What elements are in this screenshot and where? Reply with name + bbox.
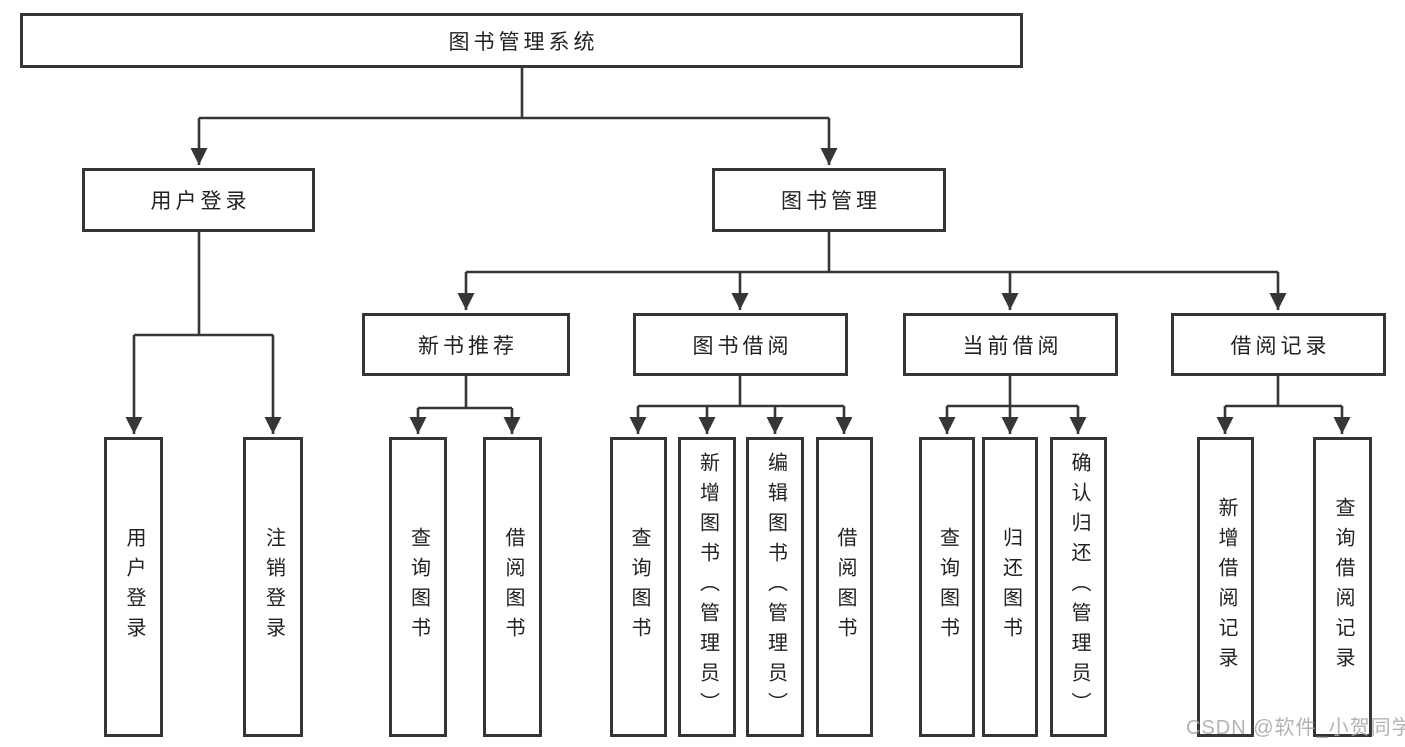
node-label: 图书管理	[781, 190, 881, 213]
node-new-book-recommendation: 新书推荐	[362, 313, 570, 376]
node-label: 编辑图书（管理员）	[764, 452, 787, 722]
leaf-add-borrow-record: 新增借阅记录	[1197, 437, 1254, 737]
leaf-query-books-current: 查询图书	[919, 437, 975, 737]
leaf-query-borrow-record: 查询借阅记录	[1313, 437, 1372, 737]
node-label: 用户登录	[123, 527, 145, 647]
node-label: 借阅图书	[834, 527, 856, 647]
node-current-borrowing: 当前借阅	[903, 313, 1118, 376]
leaf-confirm-return-admin: 确认归还（管理员）	[1050, 437, 1107, 737]
leaf-add-book-admin: 新增图书（管理员）	[678, 437, 736, 737]
csdn-watermark: CSDN @软件_小贺同学	[1186, 717, 1405, 739]
leaf-user-login: 用户登录	[104, 437, 163, 737]
node-label: 图书借阅	[692, 334, 793, 358]
node-label: 借阅图书	[502, 527, 524, 647]
node-label: 查询图书	[936, 527, 959, 647]
node-label: 查询借阅记录	[1332, 497, 1354, 677]
node-borrowing-records: 借阅记录	[1171, 313, 1386, 376]
node-label: 用户登录	[150, 190, 251, 213]
leaf-borrow-books-recommend: 借阅图书	[483, 437, 542, 737]
node-book-management: 图书管理	[712, 168, 946, 232]
node-label: 图书管理系统	[448, 30, 599, 54]
node-label: 查询图书	[628, 527, 650, 647]
node-user-login: 用户登录	[82, 168, 315, 232]
node-library-management-system: 图书管理系统	[20, 13, 1023, 68]
node-label: 当前借阅	[962, 334, 1063, 358]
node-label: 归还图书	[999, 527, 1022, 647]
leaf-return-book: 归还图书	[982, 437, 1038, 737]
node-label: 新增借阅记录	[1215, 497, 1237, 677]
node-label: 注销登录	[262, 527, 285, 647]
node-label: 借阅记录	[1230, 334, 1331, 358]
node-label: 新书推荐	[418, 334, 518, 358]
node-label: 查询图书	[407, 527, 430, 647]
node-label: 新增图书（管理员）	[696, 452, 719, 722]
leaf-query-books-recommend: 查询图书	[389, 437, 447, 737]
node-book-borrowing: 图书借阅	[633, 313, 848, 376]
leaf-borrow-books-borrow: 借阅图书	[816, 437, 873, 737]
leaf-query-books-borrow: 查询图书	[610, 437, 667, 737]
leaf-edit-book-admin: 编辑图书（管理员）	[746, 437, 804, 737]
node-label: 确认归还（管理员）	[1068, 452, 1090, 722]
leaf-logout-login: 注销登录	[243, 437, 303, 737]
